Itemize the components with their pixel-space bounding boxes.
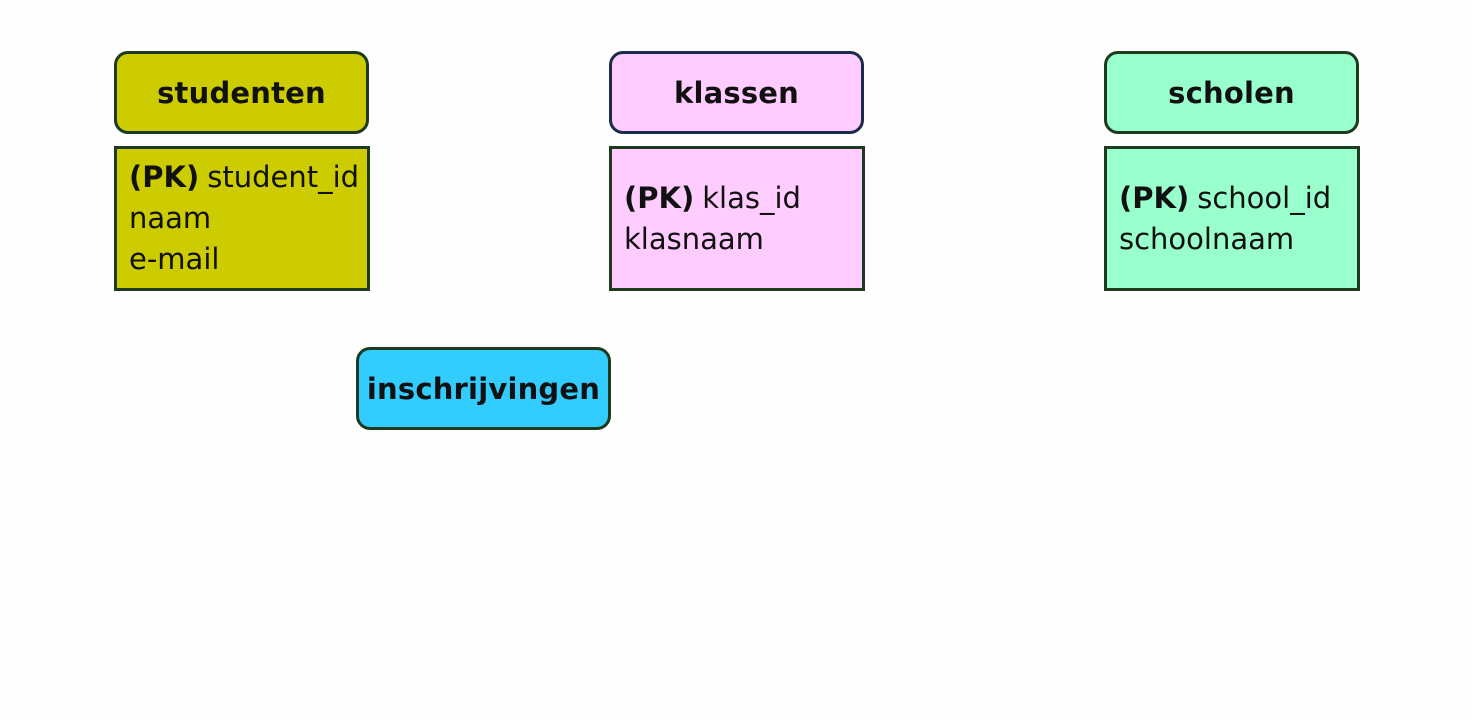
attribute-row-klasnaam: klasnaam <box>624 219 862 260</box>
attribute-name: schoolnaam <box>1119 221 1295 256</box>
entity-title-scholen[interactable]: scholen <box>1104 51 1359 134</box>
attribute-row-naam: naam <box>129 198 367 239</box>
attribute-name: student_id <box>207 160 360 194</box>
entity-title-label: studenten <box>157 75 326 110</box>
entity-title-label: klassen <box>673 75 800 110</box>
primary-key-tag: (PK) <box>624 180 695 215</box>
attribute-name: school_id <box>1197 180 1332 215</box>
attribute-row-student-id: (PK)student_id <box>129 157 367 198</box>
entity-title-label: inschrijvingen <box>366 371 601 406</box>
entity-title-inschrijvingen[interactable]: inschrijvingen <box>356 347 611 430</box>
entity-attributes-klassen: (PK)klas_id klasnaam <box>609 146 865 291</box>
attribute-row-e-mail: e-mail <box>129 239 367 280</box>
attribute-name: e-mail <box>129 242 220 276</box>
attribute-row-school-id: (PK)school_id <box>1119 178 1357 219</box>
entity-title-klassen[interactable]: klassen <box>609 51 864 134</box>
attribute-name: klasnaam <box>624 221 764 256</box>
attribute-name: klas_id <box>702 180 801 215</box>
attribute-row-schoolnaam: schoolnaam <box>1119 219 1357 260</box>
primary-key-tag: (PK) <box>1119 180 1190 215</box>
entity-title-label: scholen <box>1168 75 1295 110</box>
attribute-row-klas-id: (PK)klas_id <box>624 178 862 219</box>
entity-attributes-studenten: (PK)student_id naam e-mail <box>114 146 370 291</box>
entity-title-studenten[interactable]: studenten <box>114 51 369 134</box>
attribute-name: naam <box>129 201 212 235</box>
entity-attributes-scholen: (PK)school_id schoolnaam <box>1104 146 1360 291</box>
primary-key-tag: (PK) <box>129 160 200 194</box>
